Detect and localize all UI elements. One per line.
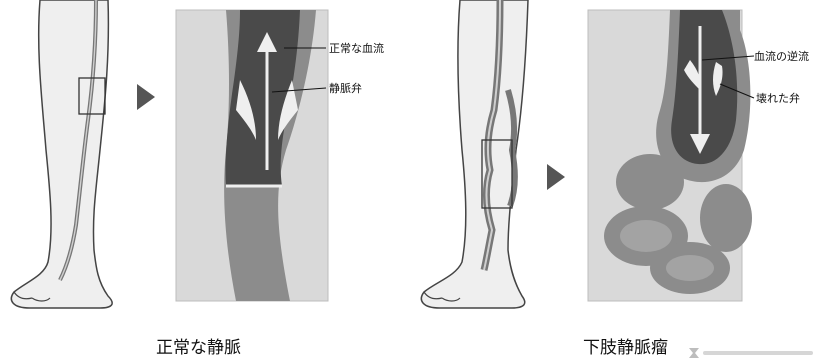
normal-vein-closeup (176, 10, 328, 301)
varicose-vein-closeup (588, 10, 754, 301)
watermark-logo (689, 346, 815, 360)
right-triangle-arrow-icon (547, 164, 565, 190)
callout-venous-valve: 静脈弁 (329, 81, 362, 95)
callout-broken-valve: 壊れた弁 (756, 91, 800, 105)
varicose-leg-illustration (421, 0, 528, 308)
right-triangle-arrow-icon (137, 84, 155, 110)
callout-normal-blood-flow: 正常な血流 (329, 41, 384, 55)
caption-normal-vein: 正常な静脈 (156, 333, 241, 358)
normal-leg-illustration (11, 0, 112, 308)
caption-varicose-vein: 下肢静脈瘤 (583, 333, 668, 358)
callout-reverse-flow: 血流の逆流 (754, 49, 809, 63)
